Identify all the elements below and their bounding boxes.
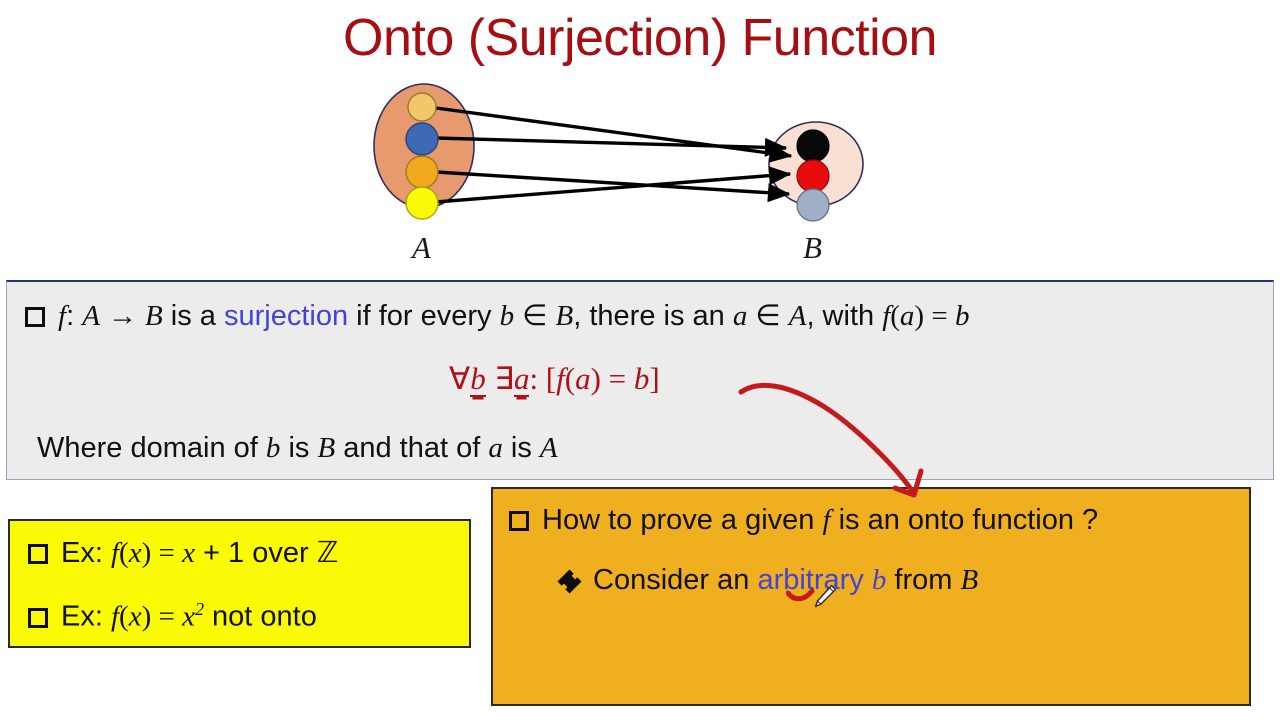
howto-f: f [822,504,831,536]
mapping-arrow-a4-b2 [435,166,792,204]
set-b-label: B [803,230,822,265]
definition-statement: f: A → B is a surjection if for every b … [25,298,969,333]
def-in2: ∈ [747,300,789,332]
ex1-x2: x [182,537,195,569]
def-eq: ) = [914,300,955,332]
how-to-step-1: Consider an arbitrary b from B [557,564,979,597]
ex2-label: Ex: [61,600,111,633]
step1-seg2: from [886,564,961,596]
ex2-f: f [110,600,120,633]
examples-box: Ex: f(x) = x + 1 over ℤ Ex: f(x) = x2 no… [8,519,471,648]
domain-note-a: a [488,432,503,464]
def-B2: B [555,300,574,332]
how-to-question: How to prove a given f is an onto functi… [509,504,1098,537]
domain-note-b: b [265,432,281,464]
domain-note-seg5: and that of [335,432,489,464]
ex1-paren-open: ( [119,537,129,569]
domain-note-is1: is [280,432,318,464]
step1-B-set: B [960,564,979,596]
pencil-cursor-icon [814,584,837,608]
exists-symbol: ∃ [494,361,514,396]
ex1-f: f [110,537,120,569]
def-f2: f [882,300,891,332]
forall-symbol: ∀ [449,361,471,396]
step1-seg1: Consider an [593,564,758,596]
def-thereisan: , there is an [573,300,733,332]
step1-b-variable: b [871,564,887,596]
def-B: B [145,300,163,332]
example-item-2: Ex: f(x) = x2 not onto [28,599,317,634]
def-colon: : [66,300,83,332]
def-A2: A [788,300,807,332]
set-a-element-a4 [405,186,439,220]
checkbox-square-icon [28,607,54,634]
ex1-x: x [128,537,142,569]
page-title: Onto (Surjection) Function [343,9,937,67]
red-squiggle-mark-icon [786,588,815,602]
domain-note-seg1: Where domain of [37,432,266,464]
definition-formula: ∀b ∃a: [f(a) = b] [449,361,660,397]
ex2-x: x [128,600,142,633]
formula-paren-open: ( [564,361,576,396]
def-to-arrow: → [99,300,146,332]
def-A: A [82,300,100,332]
formula-a-underlined: a [513,361,530,397]
set-a-element-a1 [407,92,437,122]
mapping-arrow-a2-b1 [435,136,788,157]
checkbox-square-icon [25,307,51,333]
set-b-element-b1 [796,129,830,163]
formula-bracket-close: ] [649,361,660,396]
def-ifforevery: if for every [348,300,500,332]
def-with: , with [806,300,883,332]
domain-note-A: A [539,432,558,464]
howto-seg1: How to prove a given [542,504,823,536]
ex1-label: Ex: [61,537,111,569]
formula-b-underlined: b [470,361,486,397]
def-a1: a [732,300,748,332]
definition-box: f: A → B is a surjection if for every b … [6,280,1274,480]
ex2-eq: ) = [141,600,183,633]
domain-note-B: B [317,432,336,464]
ex2-rest: not onto [203,600,317,633]
howto-seg2: is an onto function ? [830,504,1099,536]
def-isa: is a [162,300,224,332]
set-a-element-a3 [405,155,439,189]
mapping-arrow-a3-b3 [435,170,791,203]
mapping-arrow-a1-b1 [435,106,793,163]
set-a-label: A [412,230,431,265]
formula-b2: b [633,361,650,396]
def-surjection-keyword: surjection [224,300,349,332]
formula-a2: a [575,361,591,396]
set-b-element-b3 [796,188,830,222]
example-item-1: Ex: f(x) = x + 1 over ℤ [28,535,338,570]
def-b1: b [499,300,515,332]
ex2-exponent: 2 [194,599,204,619]
ex2-paren-open: ( [119,600,129,633]
definition-domain-note: Where domain of b is B and that of a is … [37,432,558,465]
diamond-bullet-icon [557,569,582,594]
formula-eq: ) = [590,361,634,396]
ex1-rest: + 1 over [194,537,317,569]
formula-colon-bracket: : [ [529,361,557,396]
domain-note-is2: is [502,432,540,464]
checkbox-square-icon [28,544,54,570]
function-mapping-diagram: A B [360,82,880,270]
ex1-integer-set: ℤ [316,537,339,569]
def-in1: ∈ [514,300,556,332]
how-to-prove-box: How to prove a given f is an onto functi… [491,487,1251,706]
checkbox-square-icon [509,511,535,537]
def-b2: b [954,300,970,332]
def-a2: a [899,300,915,332]
formula-f: f [556,361,565,396]
def-f: f [58,300,67,332]
def-paren-open: ( [890,300,900,332]
set-b-element-b2 [796,159,830,193]
ex1-eq: ) = [141,537,183,569]
ex2-x2: x [182,600,195,633]
set-a-element-a2 [405,122,439,156]
